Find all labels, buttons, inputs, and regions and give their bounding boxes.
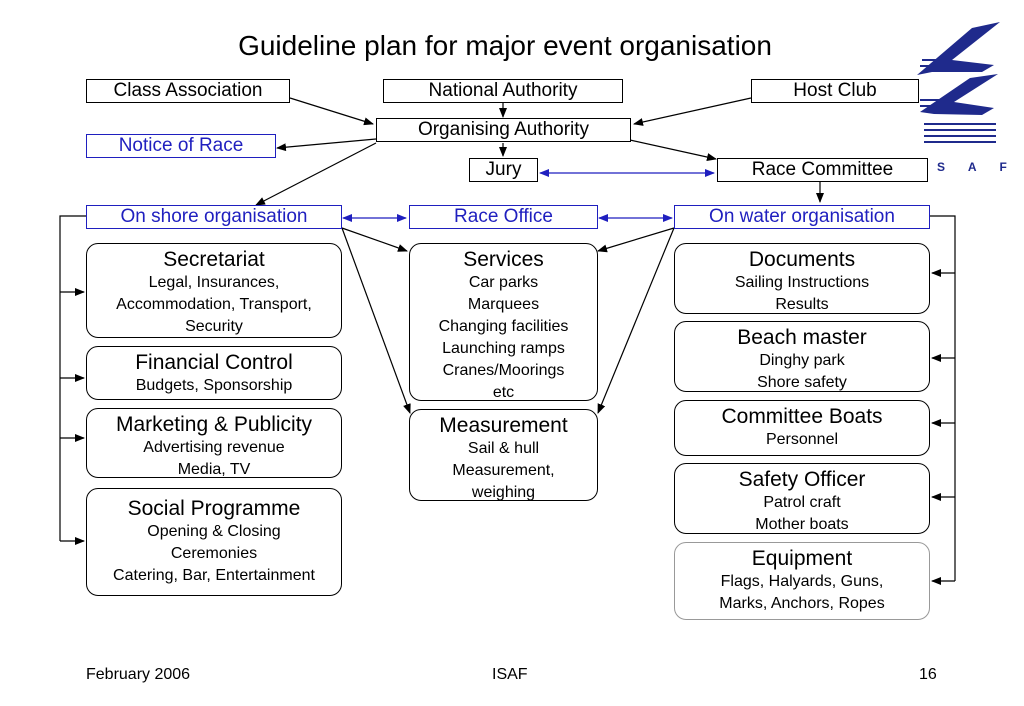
card-heading: Committee Boats — [721, 405, 883, 428]
on-water-organisation-box: On water organisation — [674, 205, 930, 229]
documents-card: Documents Sailing Instructions Results — [674, 243, 930, 314]
card-heading: Safety Officer — [738, 468, 866, 491]
card-line: Mother boats — [755, 516, 849, 533]
race-committee-box: Race Committee — [717, 158, 928, 182]
card-line: Legal, Insurances, — [148, 274, 280, 291]
card-line: Shore safety — [757, 374, 847, 391]
secretariat-card: Secretariat Legal, Insurances, Accommoda… — [86, 243, 342, 338]
card-line: Results — [775, 296, 829, 313]
card-line: Marquees — [467, 296, 540, 313]
safety-officer-card: Safety Officer Patrol craft Mother boats — [674, 463, 930, 534]
isaf-sail-icon — [917, 22, 1000, 143]
jury-box: Jury — [469, 158, 538, 182]
card-line: Measurement, — [452, 462, 555, 479]
marketing-publicity-card: Marketing & Publicity Advertising revenu… — [86, 408, 342, 478]
card-line: Security — [185, 318, 243, 335]
card-line: etc — [492, 384, 515, 401]
card-line: Patrol craft — [763, 494, 841, 511]
card-heading: Social Programme — [127, 497, 301, 520]
card-line: Car parks — [468, 274, 539, 291]
financial-control-card: Financial Control Budgets, Sponsorship — [86, 346, 342, 400]
card-line: Sailing Instructions — [734, 274, 870, 291]
card-line: Ceremonies — [170, 545, 258, 562]
card-line: Opening & Closing — [147, 523, 281, 540]
card-line: Media, TV — [177, 461, 251, 478]
card-line: Marks, Anchors, Ropes — [719, 595, 885, 612]
card-line: weighing — [471, 484, 536, 501]
card-heading: Equipment — [751, 547, 853, 570]
isaf-logo: S A F — [912, 20, 1007, 180]
on-shore-organisation-box: On shore organisation — [86, 205, 342, 229]
card-line: Cranes/Moorings — [442, 362, 565, 379]
committee-boats-card: Committee Boats Personnel — [674, 400, 930, 456]
national-authority-box: National Authority — [383, 79, 623, 103]
card-line: Accommodation, Transport, — [116, 296, 312, 313]
card-line: Personnel — [765, 431, 839, 448]
card-line: Catering, Bar, Entertainment — [113, 567, 315, 584]
card-heading: Beach master — [737, 326, 867, 349]
card-line: Changing facilities — [438, 318, 569, 335]
card-heading: Financial Control — [135, 351, 293, 374]
organising-authority-box: Organising Authority — [376, 118, 631, 142]
services-card: Services Car parks Marquees Changing fac… — [409, 243, 598, 401]
slide-title: Guideline plan for major event organisat… — [238, 30, 772, 61]
card-line: Flags, Halyards, Guns, — [720, 573, 884, 590]
card-heading: Documents — [748, 248, 856, 271]
footer-org: ISAF — [492, 666, 528, 683]
logo-letters: S A F — [937, 160, 1017, 174]
card-line: Advertising revenue — [143, 439, 285, 456]
footer-page-number: 16 — [919, 666, 937, 683]
card-heading: Marketing & Publicity — [115, 413, 313, 436]
host-club-box: Host Club — [751, 79, 919, 103]
card-line: Budgets, Sponsorship — [135, 377, 293, 394]
footer-date: February 2006 — [86, 666, 191, 683]
card-heading: Services — [463, 248, 544, 271]
social-programme-card: Social Programme Opening & Closing Cerem… — [86, 488, 342, 596]
measurement-card: Measurement Sail & hull Measurement, wei… — [409, 409, 598, 501]
card-line: Sail & hull — [467, 440, 540, 457]
card-line: Dinghy park — [759, 352, 845, 369]
beach-master-card: Beach master Dinghy park Shore safety — [674, 321, 930, 392]
class-association-box: Class Association — [86, 79, 290, 103]
card-heading: Measurement — [439, 414, 568, 437]
card-heading: Secretariat — [163, 248, 265, 271]
notice-of-race-box: Notice of Race — [86, 134, 276, 158]
card-line: Launching ramps — [442, 340, 565, 357]
race-office-box: Race Office — [409, 205, 598, 229]
equipment-card: Equipment Flags, Halyards, Guns, Marks, … — [674, 542, 930, 620]
